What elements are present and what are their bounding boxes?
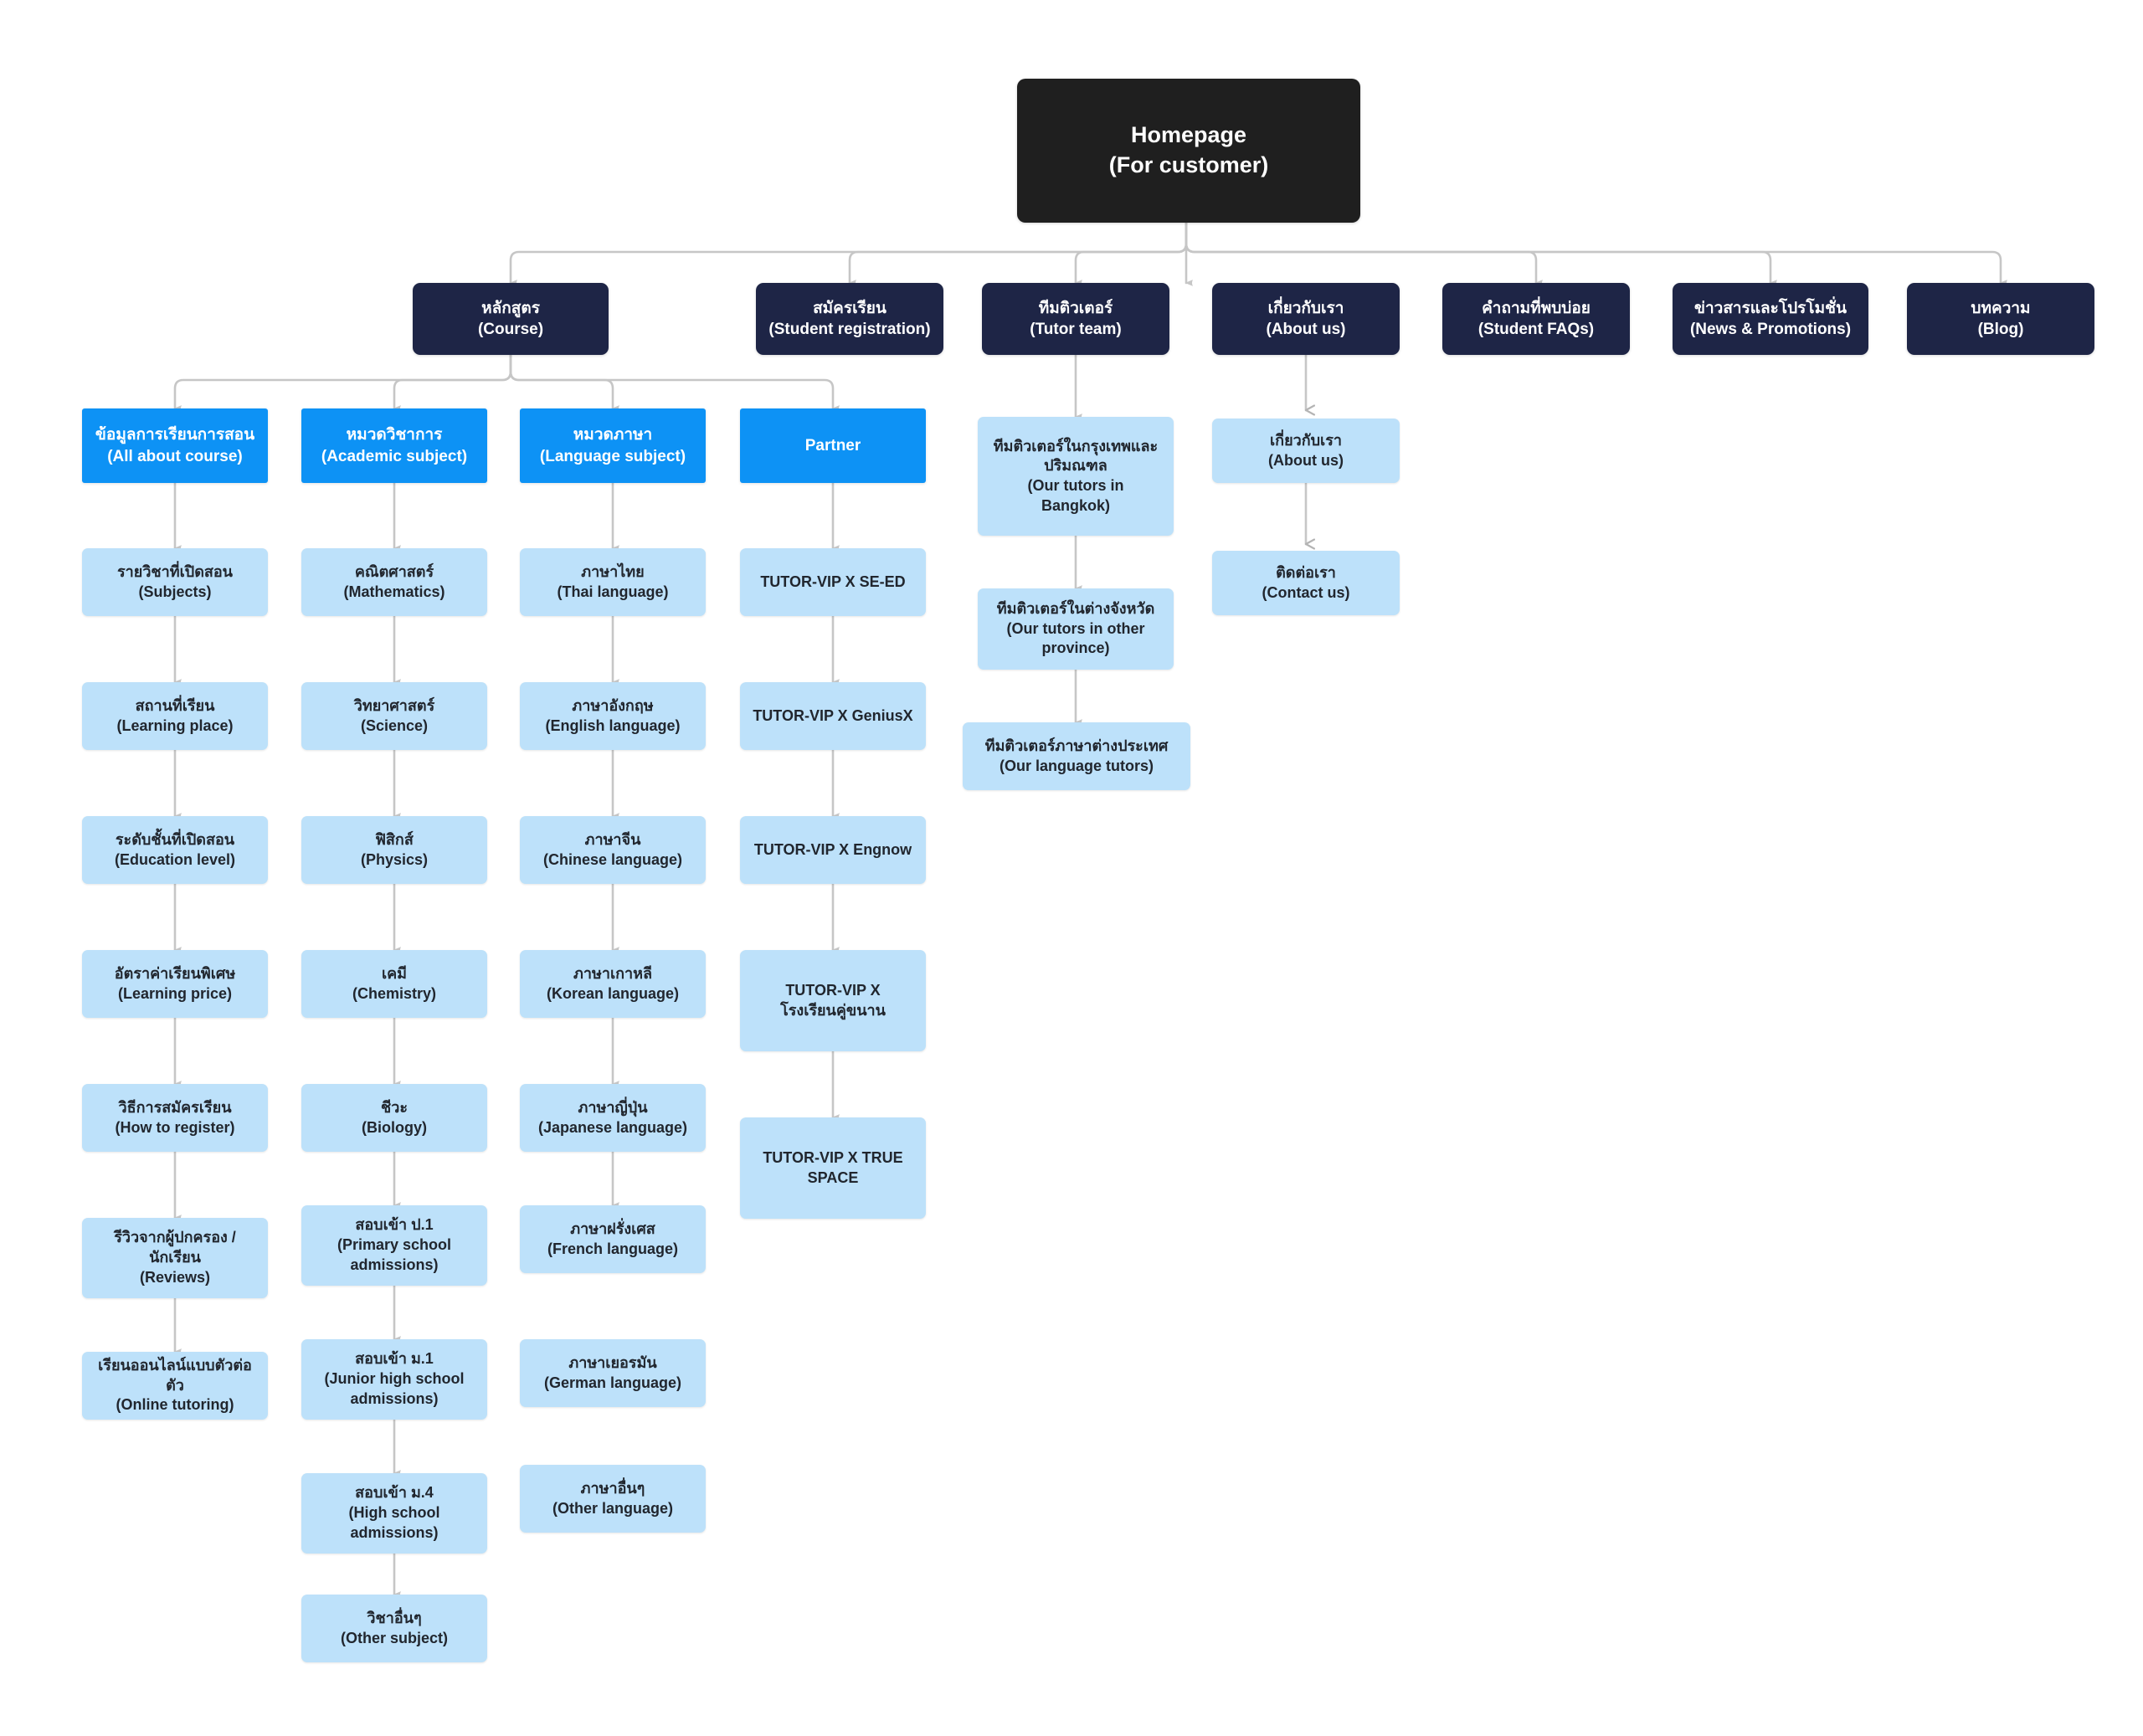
node-label: รีวิวจากผู้ปกครอง / นักเรียน (Reviews) — [114, 1229, 236, 1286]
node-german-language[interactable]: ภาษาเยอรมัน (German language) — [520, 1339, 706, 1407]
node-label: หลักสูตร (Course) — [477, 299, 544, 338]
node-label: วิทยาศาสตร์ (Science) — [353, 696, 435, 734]
node-chinese-language[interactable]: ภาษาจีน (Chinese language) — [520, 816, 706, 884]
node-label: เกี่ยวกับเรา (About us) — [1266, 299, 1346, 338]
node-all-about-course[interactable]: ข้อมูลการเรียนการสอน (All about course) — [82, 408, 268, 483]
node-junior-high-school-admissions[interactable]: สอบเข้า ม.1 (Junior high school admissio… — [301, 1339, 487, 1420]
node-label: Homepage (For customer) — [1108, 122, 1269, 177]
node-label: หมวดภาษา (Language subject) — [539, 426, 686, 465]
node-language-subject[interactable]: หมวดภาษา (Language subject) — [520, 408, 706, 483]
node-student-registration[interactable]: สมัครเรียน (Student registration) — [756, 283, 943, 355]
node-how-to-register[interactable]: วิธีการสมัครเรียน (How to register) — [82, 1084, 268, 1152]
node-about-us[interactable]: เกี่ยวกับเรา (About us) — [1212, 283, 1400, 355]
node-label: ติดต่อเรา (Contact us) — [1262, 563, 1350, 601]
node-korean-language[interactable]: ภาษาเกาหลี (Korean language) — [520, 950, 706, 1018]
node-label: ทีมติวเตอร์ในกรุงเทพและ ปริมณฑล (Our tut… — [993, 437, 1159, 514]
node-science[interactable]: วิทยาศาสตร์ (Science) — [301, 682, 487, 750]
node-label: สอบเข้า ม.1 (Junior high school admissio… — [324, 1350, 465, 1407]
node-label: ทีมติวเตอร์ในต่างจังหวัด (Our tutors in … — [996, 599, 1155, 657]
node-label: ข้อมูลการเรียนการสอน (All about course) — [95, 426, 255, 465]
node-label: วิธีการสมัครเรียน (How to register) — [115, 1098, 235, 1136]
node-chemistry[interactable]: เคมี (Chemistry) — [301, 950, 487, 1018]
node-partner-geniusx[interactable]: TUTOR-VIP X GeniusX — [740, 682, 926, 750]
node-label: ภาษาจีน (Chinese language) — [542, 830, 683, 868]
node-label: คณิตศาสตร์ (Mathematics) — [343, 562, 445, 600]
node-label: สถานที่เรียน (Learning place) — [116, 696, 234, 734]
node-label: ทีมติวเตอร์ภาษาต่างประเทศ (Our language … — [984, 737, 1169, 774]
node-label: ภาษาเกาหลี (Korean language) — [546, 964, 680, 1002]
node-other-language[interactable]: ภาษาอื่นๆ (Other language) — [520, 1465, 706, 1533]
node-label: TUTOR-VIP X SE-ED — [760, 573, 906, 590]
node-education-level[interactable]: ระดับชั้นที่เปิดสอน (Education level) — [82, 816, 268, 884]
node-reviews[interactable]: รีวิวจากผู้ปกครอง / นักเรียน (Reviews) — [82, 1218, 268, 1298]
node-learning-place[interactable]: สถานที่เรียน (Learning place) — [82, 682, 268, 750]
node-label: สอบเข้า ม.4 (High school admissions) — [348, 1484, 440, 1541]
node-label: ฟิสิกส์ (Physics) — [360, 830, 429, 868]
node-language-tutors[interactable]: ทีมติวเตอร์ภาษาต่างประเทศ (Our language … — [963, 722, 1190, 790]
node-other-subject[interactable]: วิชาอื่นๆ (Other subject) — [301, 1595, 487, 1662]
node-label: บทความ (Blog) — [1971, 299, 2031, 338]
node-contact-us[interactable]: ติดต่อเรา (Contact us) — [1212, 551, 1400, 615]
node-physics[interactable]: ฟิสิกส์ (Physics) — [301, 816, 487, 884]
node-label: เกี่ยวกับเรา (About us) — [1268, 431, 1344, 469]
node-partner-true-space[interactable]: TUTOR-VIP X TRUE SPACE — [740, 1117, 926, 1219]
node-label: รายวิชาที่เปิดสอน (Subjects) — [117, 562, 233, 600]
node-about-us-child[interactable]: เกี่ยวกับเรา (About us) — [1212, 419, 1400, 483]
node-high-school-admissions[interactable]: สอบเข้า ม.4 (High school admissions) — [301, 1473, 487, 1554]
node-label: TUTOR-VIP X GeniusX — [753, 706, 913, 724]
node-label: TUTOR-VIP X โรงเรียนคู่ขนาน — [780, 981, 886, 1019]
node-label: ภาษาญี่ปุ่น (Japanese language) — [537, 1098, 688, 1136]
node-tutors-bangkok[interactable]: ทีมติวเตอร์ในกรุงเทพและ ปริมณฑล (Our tut… — [978, 417, 1174, 536]
node-label: ภาษาไทย (Thai language) — [557, 562, 669, 600]
node-tutor-team[interactable]: ทีมติวเตอร์ (Tutor team) — [982, 283, 1169, 355]
node-label: TUTOR-VIP X TRUE SPACE — [763, 1148, 903, 1186]
node-label: เคมี (Chemistry) — [352, 964, 437, 1002]
node-learning-price[interactable]: อัตราค่าเรียนพิเศษ (Learning price) — [82, 950, 268, 1018]
node-label: ภาษาอังกฤษ (English language) — [545, 696, 681, 734]
node-label: ระดับชั้นที่เปิดสอน (Education level) — [114, 830, 236, 868]
node-partner[interactable]: Partner — [740, 408, 926, 483]
node-label: หมวดวิชาการ (Academic subject) — [321, 426, 468, 465]
node-label: เรียนออนไลน์แบบตัวต่อตัว (Online tutorin… — [98, 1356, 252, 1414]
node-course[interactable]: หลักสูตร (Course) — [413, 283, 609, 355]
node-label: คำถามที่พบบ่อย (Student FAQs) — [1477, 299, 1595, 338]
node-thai-language[interactable]: ภาษาไทย (Thai language) — [520, 548, 706, 616]
node-label: ภาษาอื่นๆ (Other language) — [552, 1479, 673, 1517]
node-label: ภาษาฝรั่งเศส (French language) — [547, 1220, 678, 1257]
node-label: ภาษาเยอรมัน (German language) — [543, 1353, 682, 1391]
node-label: Partner — [804, 436, 861, 455]
node-tutors-other-province[interactable]: ทีมติวเตอร์ในต่างจังหวัด (Our tutors in … — [978, 588, 1174, 670]
node-label: อัตราค่าเรียนพิเศษ (Learning price) — [114, 964, 236, 1002]
node-partner-engnow[interactable]: TUTOR-VIP X Engnow — [740, 816, 926, 884]
node-online-tutoring[interactable]: เรียนออนไลน์แบบตัวต่อตัว (Online tutorin… — [82, 1352, 268, 1420]
node-japanese-language[interactable]: ภาษาญี่ปุ่น (Japanese language) — [520, 1084, 706, 1152]
node-partner-parallel-school[interactable]: TUTOR-VIP X โรงเรียนคู่ขนาน — [740, 950, 926, 1051]
node-label: สมัครเรียน (Student registration) — [768, 299, 931, 338]
node-blog[interactable]: บทความ (Blog) — [1907, 283, 2094, 355]
node-label: ชีวะ (Biology) — [362, 1098, 427, 1136]
node-french-language[interactable]: ภาษาฝรั่งเศส (French language) — [520, 1205, 706, 1273]
node-label: TUTOR-VIP X Engnow — [753, 840, 912, 858]
node-label: ข่าวสารและโปรโมชั่น (News & Promotions) — [1689, 299, 1852, 338]
node-homepage[interactable]: Homepage (For customer) — [1017, 79, 1360, 223]
node-mathematics[interactable]: คณิตศาสตร์ (Mathematics) — [301, 548, 487, 616]
node-label: สอบเข้า ป.1 (Primary school admissions) — [337, 1216, 452, 1273]
node-biology[interactable]: ชีวะ (Biology) — [301, 1084, 487, 1152]
node-news-promotions[interactable]: ข่าวสารและโปรโมชั่น (News & Promotions) — [1673, 283, 1868, 355]
node-partner-se-ed[interactable]: TUTOR-VIP X SE-ED — [740, 548, 926, 616]
node-primary-school-admissions[interactable]: สอบเข้า ป.1 (Primary school admissions) — [301, 1205, 487, 1286]
node-subjects[interactable]: รายวิชาที่เปิดสอน (Subjects) — [82, 548, 268, 616]
node-student-faqs[interactable]: คำถามที่พบบ่อย (Student FAQs) — [1442, 283, 1630, 355]
node-label: ทีมติวเตอร์ (Tutor team) — [1030, 299, 1122, 338]
node-english-language[interactable]: ภาษาอังกฤษ (English language) — [520, 682, 706, 750]
node-academic-subject[interactable]: หมวดวิชาการ (Academic subject) — [301, 408, 487, 483]
node-label: วิชาอื่นๆ (Other subject) — [340, 1609, 448, 1646]
